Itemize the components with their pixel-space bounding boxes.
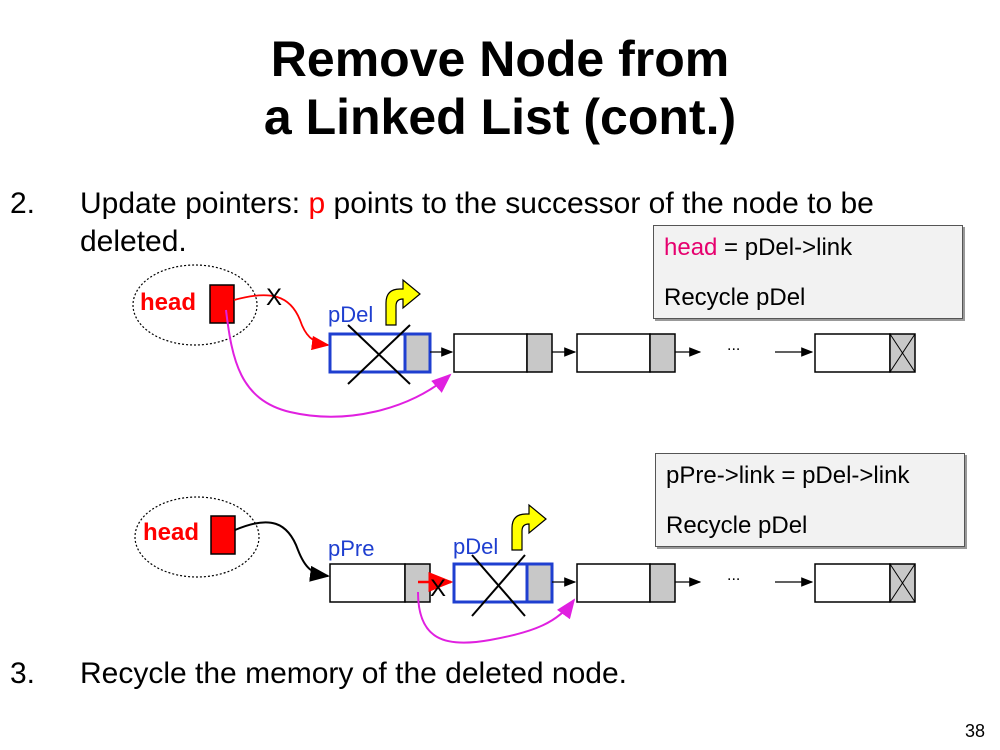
top-code-line-1: head = pDel->link <box>664 234 852 262</box>
bottom-pdel-cross-2 <box>471 554 526 617</box>
step-2-text: Update pointers: p points to the success… <box>80 185 980 261</box>
top-head-label: head <box>140 289 196 316</box>
bottom-last-node-data <box>814 563 891 603</box>
step-2-text-after: points to the successor of the node to b… <box>80 187 874 258</box>
top-recycle-arrow-icon <box>385 278 421 326</box>
bottom-new-ppre-pointer <box>417 591 576 644</box>
top-pdel-label: pDel <box>328 302 373 327</box>
bottom-ellipsis: ... <box>727 567 740 584</box>
bottom-code-line-1: pPre->link = pDel->link <box>666 462 910 489</box>
bottom-pdel-node-data <box>452 562 529 604</box>
bottom-head-ellipse <box>134 496 260 578</box>
top-pdel-cross-2 <box>347 324 411 385</box>
step-3-text: Recycle the memory of the deleted node. <box>80 657 627 690</box>
top-old-head-pointer <box>233 294 330 351</box>
bottom-node-3-link <box>649 563 676 603</box>
bottom-code-box: pPre->link = pDel->link Recycle pDel <box>655 453 965 547</box>
top-x-mark: X <box>266 284 282 311</box>
top-last-node-data <box>814 333 891 373</box>
top-code-line-2: Recycle pDel <box>664 284 806 311</box>
top-pdel-node-link <box>403 332 432 374</box>
bottom-diagram: head pPre X pDel ... <box>134 496 916 644</box>
top-node-3-data <box>576 333 651 373</box>
top-new-head-pointer <box>225 309 452 418</box>
bottom-ppre-node-data <box>329 563 406 603</box>
title-line-2: a Linked List (cont.) <box>263 89 737 145</box>
bottom-null-cross-2 <box>889 563 916 603</box>
top-head-box <box>209 284 235 324</box>
top-diagram: head X pDel ... <box>132 264 916 418</box>
top-head-ellipse <box>132 264 258 346</box>
bottom-x-mark: X <box>430 575 446 602</box>
top-ellipsis: ... <box>727 337 740 354</box>
step-2-text-before: Update pointers: <box>80 187 309 220</box>
top-code-line-1-rest: = pDel->link <box>717 234 853 261</box>
top-node-2-data <box>453 333 528 373</box>
step-3-number: 3. <box>10 657 36 690</box>
top-code-head-var: head <box>664 234 718 261</box>
bottom-pdel-label: pDel <box>453 534 498 559</box>
slide-title: Remove Node from a Linked List (cont.) <box>0 30 1000 146</box>
title-line-1: Remove Node from <box>270 31 730 87</box>
step-2-number: 2. <box>10 187 36 220</box>
bottom-ppre-label: pPre <box>328 536 374 561</box>
top-node-3-link <box>649 333 676 373</box>
top-null-cross-2 <box>889 333 916 373</box>
top-code-box: head = pDel->link Recycle pDel <box>653 225 963 319</box>
page-number: 38 <box>964 721 985 741</box>
bottom-pdel-node-link <box>525 562 554 604</box>
bottom-head-box <box>210 515 236 555</box>
step-2-highlight-p: p <box>308 187 326 220</box>
bottom-node-3-data <box>576 563 651 603</box>
bottom-recycle-arrow-icon <box>511 503 547 551</box>
top-node-2-link <box>526 333 553 373</box>
bottom-head-pointer <box>234 521 330 582</box>
bottom-head-label: head <box>143 519 199 546</box>
bottom-code-line-2: Recycle pDel <box>666 512 808 539</box>
